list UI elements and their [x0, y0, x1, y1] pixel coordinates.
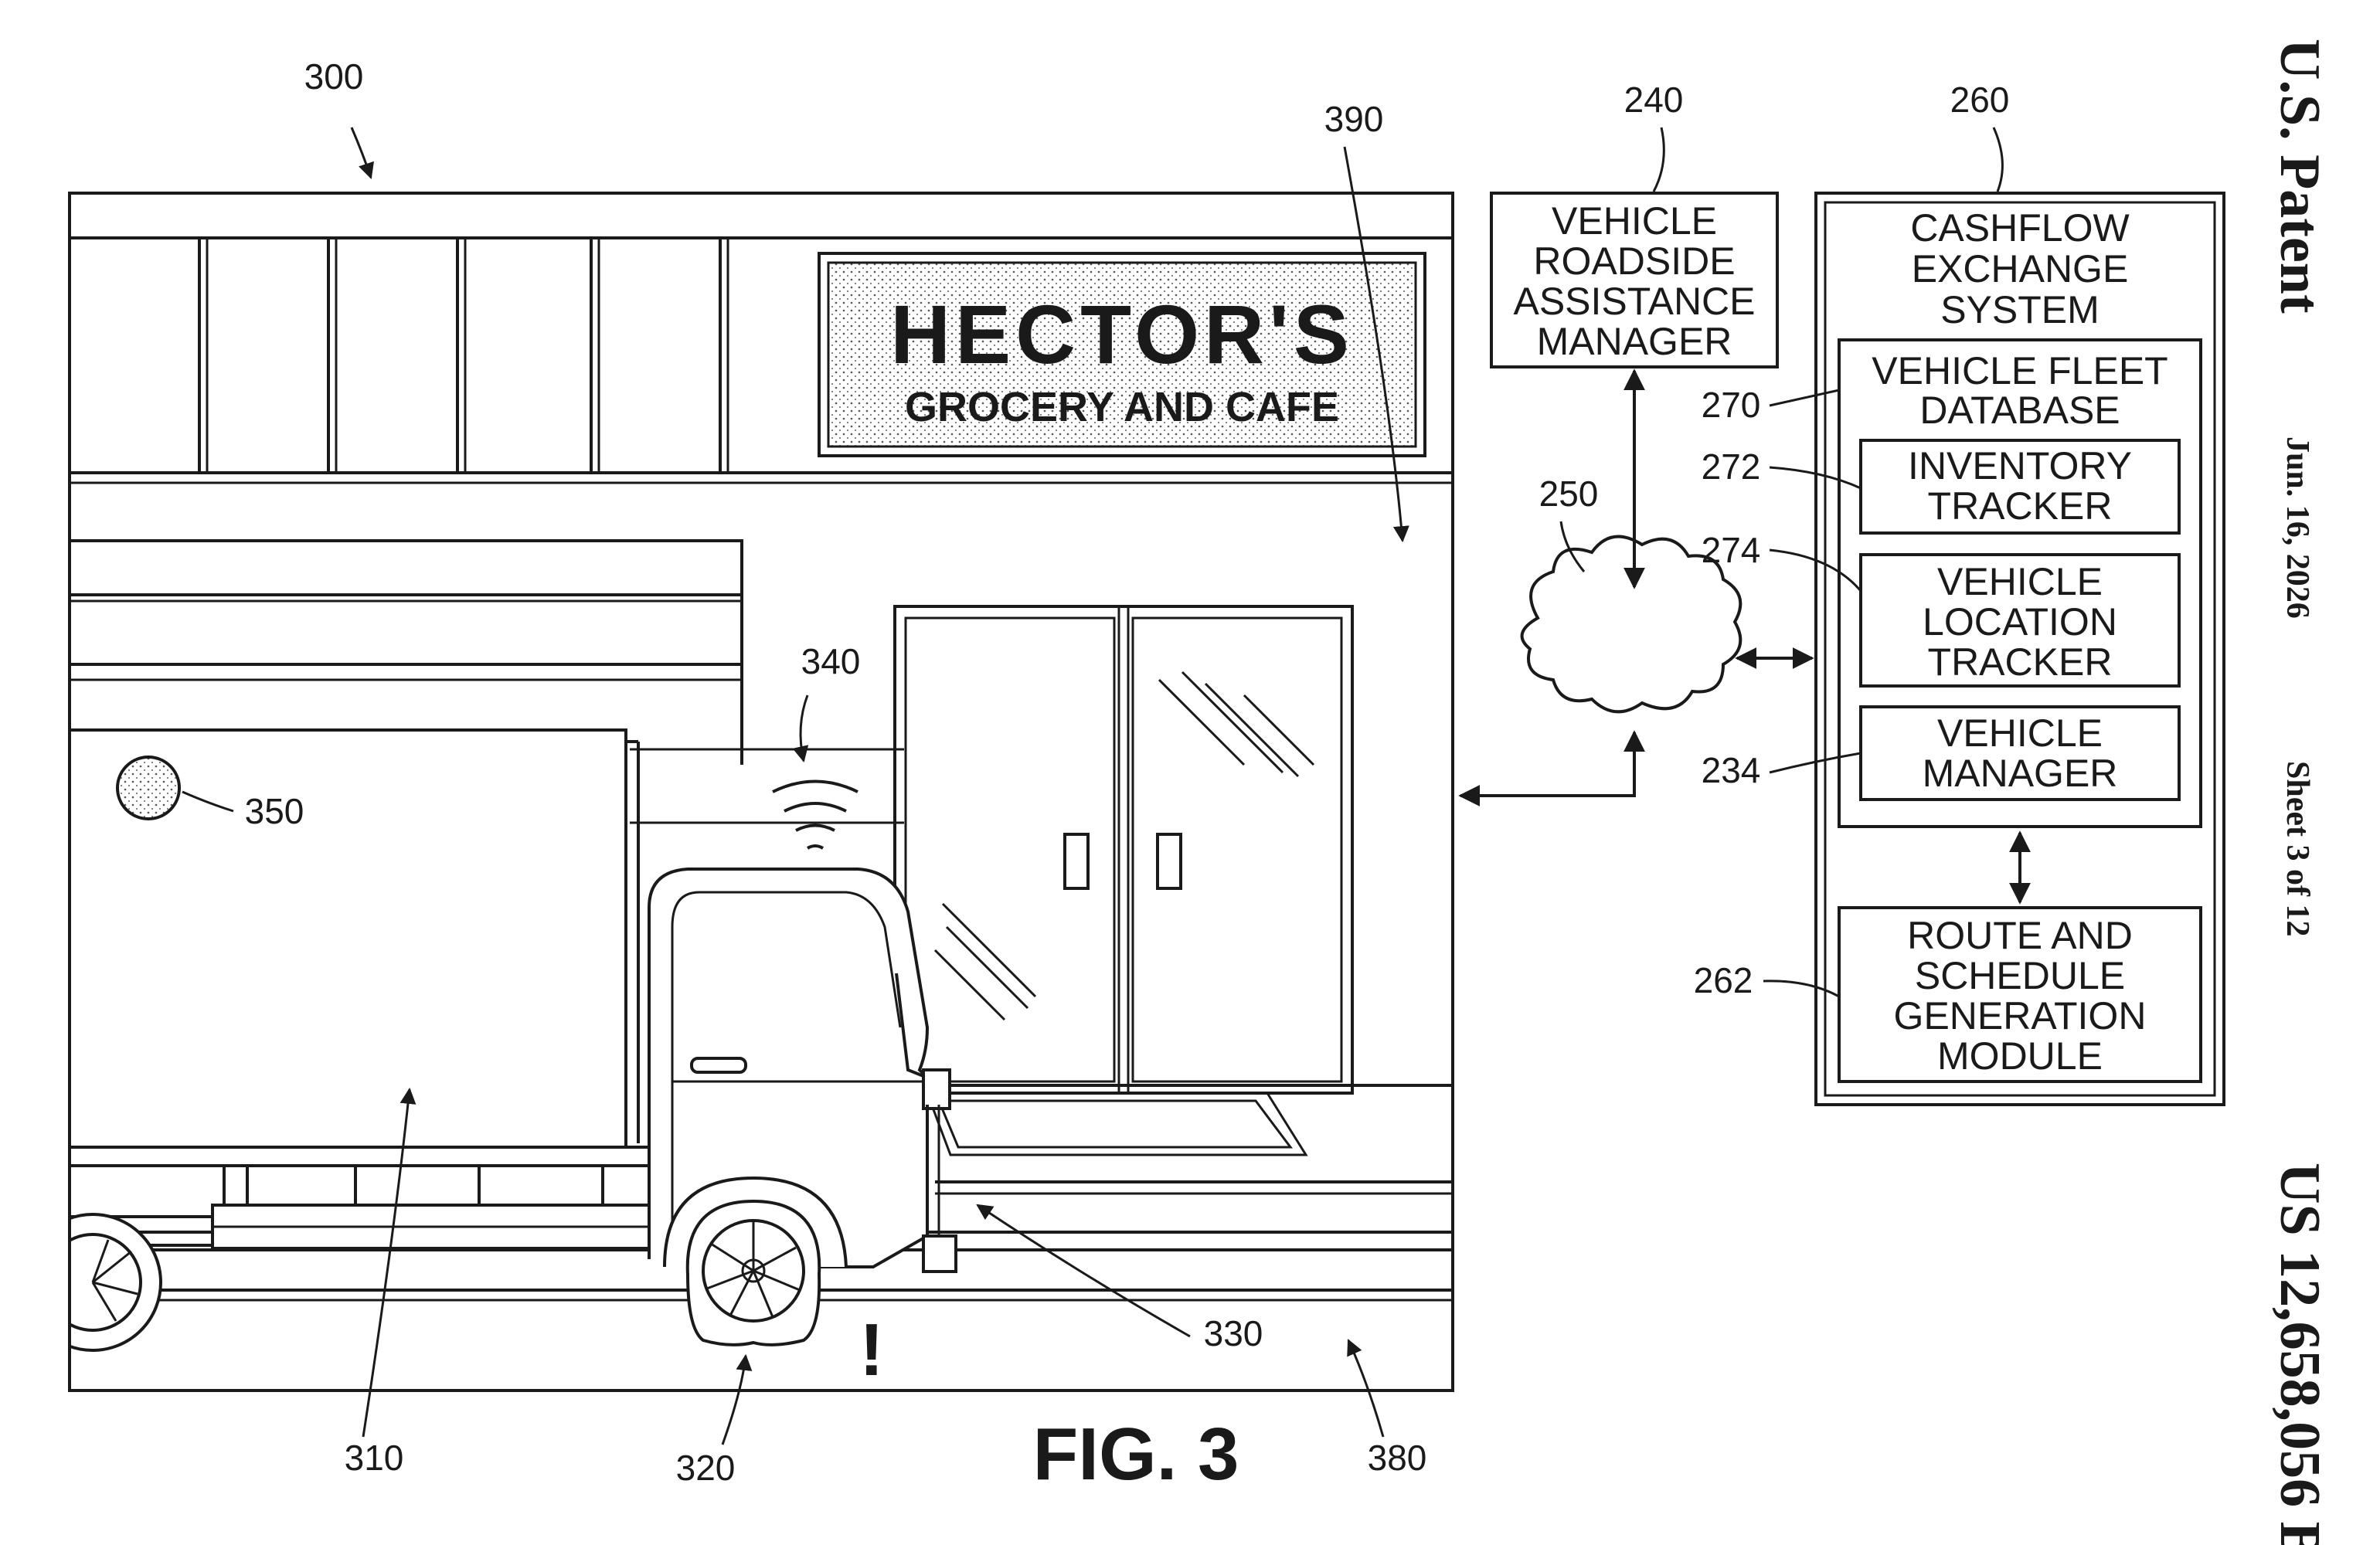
ref-234: 234 — [1702, 750, 1761, 790]
route-line-2: SCHEDULE — [1915, 954, 2125, 997]
vehicle-mgr-line-1: VEHICLE — [1937, 711, 2103, 755]
ref-240: 240 — [1624, 80, 1684, 120]
ref-390: 390 — [1324, 99, 1384, 139]
figure-label: FIG. 3 — [1033, 1413, 1239, 1496]
ref-250: 250 — [1539, 474, 1599, 514]
flat-tire — [688, 1201, 820, 1345]
store-doors — [895, 606, 1352, 1093]
ref-270: 270 — [1702, 385, 1761, 425]
roadside-line-3: ASSISTANCE — [1513, 280, 1755, 323]
block-diagram: VEHICLE ROADSIDE ASSISTANCE MANAGER CASH… — [1460, 193, 2224, 1105]
cashflow-line-3: SYSTEM — [1940, 288, 2100, 331]
patent-header: U.S. Patent Jun. 16, 2026 Sheet 3 of 12 … — [2268, 39, 2331, 1545]
ref-272: 272 — [1702, 447, 1761, 487]
publisher-text: U.S. Patent — [2268, 39, 2331, 314]
cashflow-line-2: EXCHANGE — [1912, 247, 2129, 290]
ref-320: 320 — [676, 1448, 736, 1488]
upper-windows — [199, 238, 728, 473]
roadside-line-2: ROADSIDE — [1533, 239, 1735, 283]
fleet-db-line-2: DATABASE — [1919, 389, 2120, 432]
link-network-scene — [1460, 732, 1634, 796]
block-route-schedule-module: ROUTE AND SCHEDULE GENERATION MODULE — [1839, 908, 2201, 1082]
block-roadside-assistance-manager: VEHICLE ROADSIDE ASSISTANCE MANAGER — [1491, 193, 1777, 367]
ref-330: 330 — [1204, 1313, 1263, 1353]
delivery-truck: ! — [0, 730, 956, 1391]
inventory-line-1: INVENTORY — [1908, 444, 2132, 487]
inventory-line-2: TRACKER — [1928, 484, 2113, 528]
sheet-text: Sheet 3 of 12 — [2280, 761, 2315, 936]
location-line-3: TRACKER — [1928, 640, 2113, 684]
ref-310: 310 — [345, 1438, 404, 1478]
ref-260: 260 — [1950, 80, 2010, 120]
cashflow-line-1: CASHFLOW — [1910, 206, 2130, 250]
block-vehicle-location-tracker: VEHICLE LOCATION TRACKER — [1861, 555, 2179, 686]
store-sign-name: HECTOR'S — [890, 287, 1354, 381]
ref-262: 262 — [1694, 960, 1753, 1000]
route-line-1: ROUTE AND — [1907, 914, 2133, 957]
alert-mark: ! — [859, 1309, 884, 1391]
vehicle-mgr-line-2: MANAGER — [1923, 752, 2118, 795]
ref-300: 300 — [304, 56, 364, 97]
fleet-db-line-1: VEHICLE FLEET — [1872, 349, 2168, 392]
location-line-1: VEHICLE — [1937, 560, 2103, 603]
store-sign: HECTOR'S GROCERY AND CAFE — [819, 253, 1425, 456]
block-inventory-tracker: INVENTORY TRACKER — [1861, 440, 2179, 533]
patent-number-text: US 12,658,056 B1 — [2268, 1163, 2331, 1545]
block-vehicle-manager: VEHICLE MANAGER — [1861, 707, 2179, 800]
route-line-3: GENERATION — [1894, 994, 2147, 1037]
ref-380: 380 — [1368, 1438, 1427, 1478]
location-line-2: LOCATION — [1923, 600, 2117, 643]
block-cashflow-exchange-system: CASHFLOW EXCHANGE SYSTEM VEHICLE FLEET D… — [1816, 193, 2224, 1105]
roadside-line-4: MANAGER — [1537, 320, 1732, 363]
date-text: Jun. 16, 2026 — [2280, 436, 2315, 619]
ref-274: 274 — [1702, 530, 1761, 570]
store-sign-subtitle: GROCERY AND CAFE — [905, 384, 1339, 430]
ref-340: 340 — [801, 641, 861, 681]
roadside-line-1: VEHICLE — [1552, 199, 1717, 243]
block-vehicle-fleet-database: VEHICLE FLEET DATABASE INVENTORY TRACKER… — [1839, 340, 2201, 827]
door-glare — [935, 672, 1314, 1020]
sensor-marker — [117, 757, 179, 819]
ref-350: 350 — [245, 791, 304, 831]
route-line-4: MODULE — [1937, 1034, 2103, 1078]
wireless-signal-icon — [773, 782, 858, 849]
